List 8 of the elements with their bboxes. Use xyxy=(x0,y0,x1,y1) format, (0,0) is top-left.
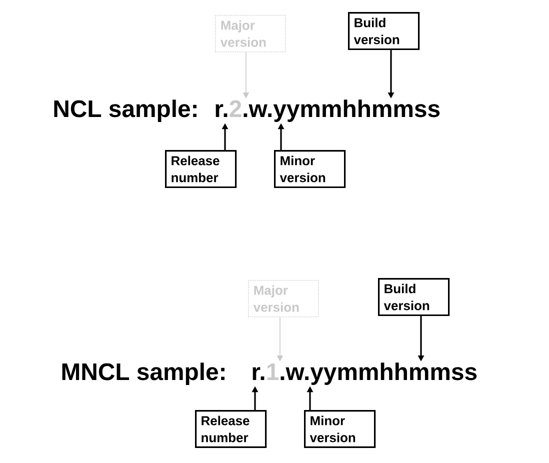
label-box: Minor version xyxy=(304,410,376,448)
label-box: Build version xyxy=(348,12,420,50)
sample-label: NCL sample: xyxy=(54,100,196,122)
label-box: Build version xyxy=(378,278,450,316)
label-box: Release number xyxy=(165,150,237,188)
label-box: Minor version xyxy=(274,150,346,188)
label-box: Release number xyxy=(195,410,267,448)
sample-label: MNCL sample: xyxy=(62,362,224,385)
